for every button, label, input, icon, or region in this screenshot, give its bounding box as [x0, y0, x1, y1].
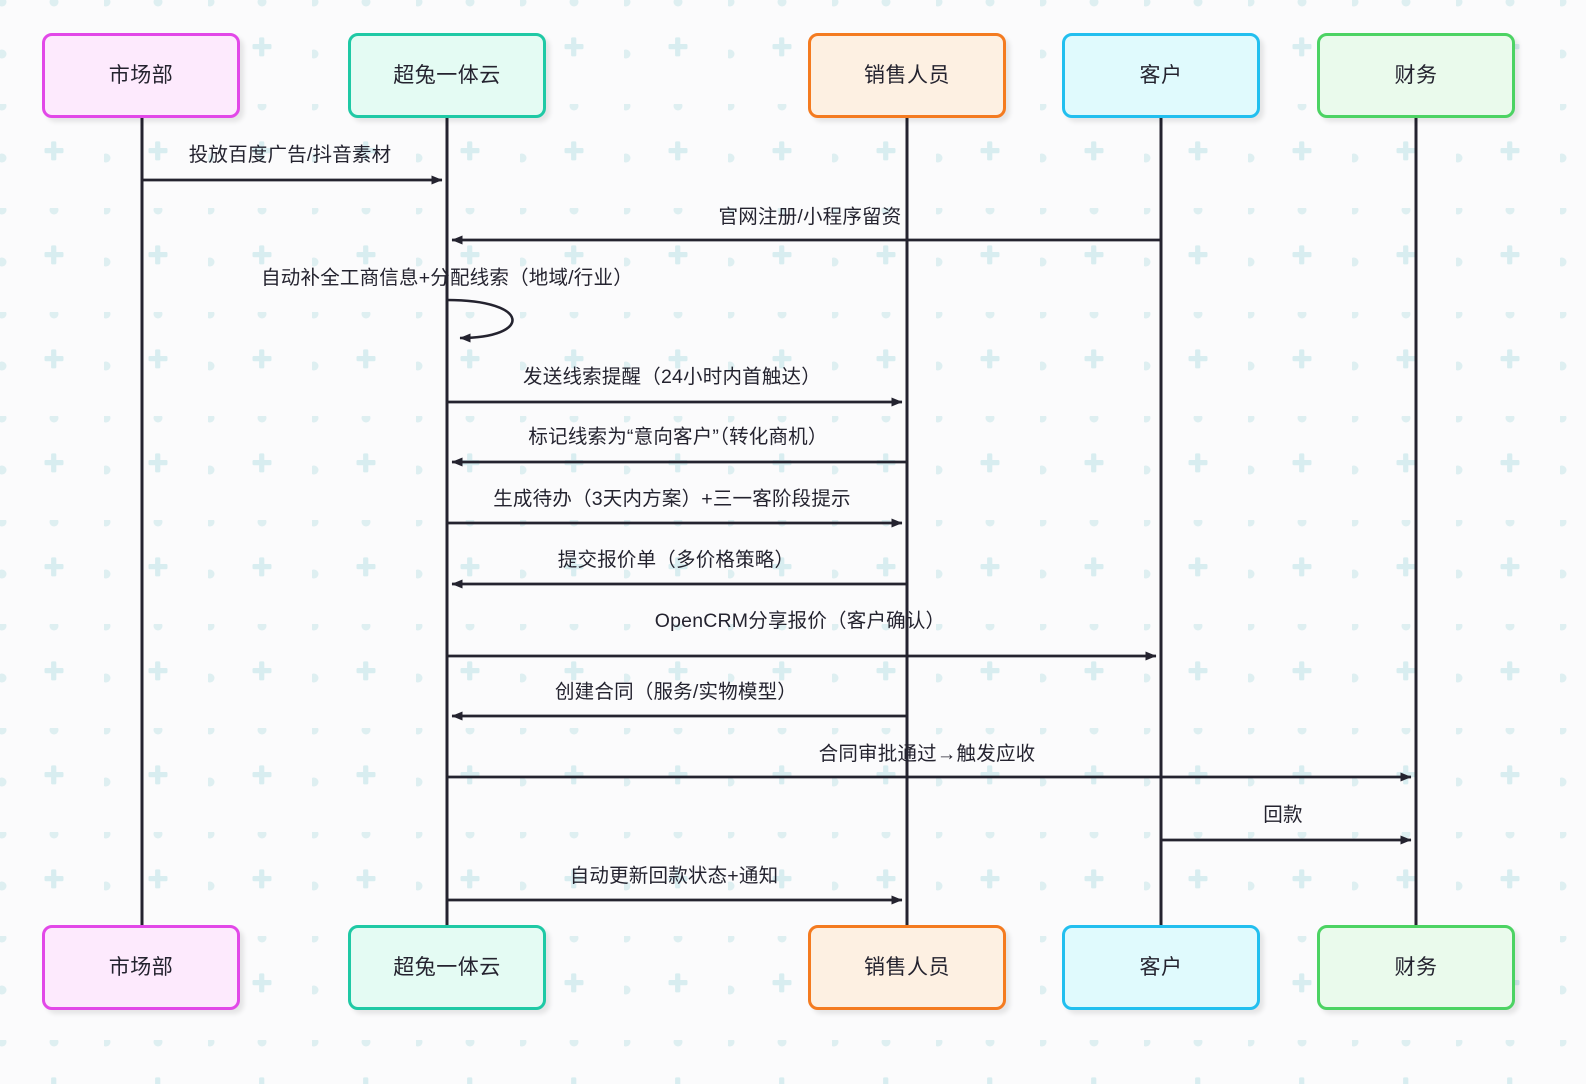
participant-box-chaotu-cloud-bottom[interactable]: 超兔一体云	[348, 925, 546, 1010]
participant-box-sales-top[interactable]: 销售人员	[808, 33, 1006, 118]
message-label-7: 提交报价单（多价格策略）	[557, 549, 795, 571]
participant-label: 超兔一体云	[393, 64, 501, 87]
participant-label: 超兔一体云	[393, 956, 501, 979]
participant-box-marketing-bottom[interactable]: 市场部	[42, 925, 240, 1010]
message-label-10: 合同审批通过→触发应收	[818, 743, 1036, 765]
message-self-loop-3	[446, 298, 514, 343]
participant-label: 市场部	[108, 956, 174, 979]
participant-box-finance-bottom[interactable]: 财务	[1317, 925, 1515, 1010]
participant-box-marketing-top[interactable]: 市场部	[42, 33, 240, 118]
participant-label: 财务	[1394, 64, 1438, 87]
message-label-12: 自动更新回款状态+通知	[569, 865, 779, 887]
participant-box-customer-bottom[interactable]: 客户	[1062, 925, 1260, 1010]
message-label-6: 生成待办（3天内方案）+三一客阶段提示	[493, 488, 851, 510]
participant-label: 客户	[1139, 64, 1183, 87]
participant-box-finance-top[interactable]: 财务	[1317, 33, 1515, 118]
lifelines-group	[140, 118, 1418, 925]
participant-label: 财务	[1394, 956, 1438, 979]
participant-label: 市场部	[108, 64, 174, 87]
message-label-8: OpenCRM分享报价（客户确认）	[654, 610, 946, 632]
message-label-4: 发送线索提醒（24小时内首触达）	[523, 366, 821, 388]
participant-box-customer-top[interactable]: 客户	[1062, 33, 1260, 118]
message-label-5: 标记线索为“意向客户”（转化商机）	[528, 426, 828, 448]
participant-label: 销售人员	[864, 64, 950, 87]
message-label-1: 投放百度广告/抖音素材	[188, 144, 392, 166]
participant-label: 销售人员	[864, 956, 950, 979]
message-label-3: 自动补全工商信息+分配线索（地域/行业）	[261, 267, 633, 289]
participant-box-chaotu-cloud-top[interactable]: 超兔一体云	[348, 33, 546, 118]
messages-group	[142, 175, 1412, 905]
message-label-11: 回款	[1263, 804, 1303, 826]
participant-label: 客户	[1139, 956, 1183, 979]
message-label-2: 官网注册/小程序留资	[718, 206, 902, 228]
message-label-9: 创建合同（服务/实物模型）	[554, 681, 798, 703]
participant-box-sales-bottom[interactable]: 销售人员	[808, 925, 1006, 1010]
